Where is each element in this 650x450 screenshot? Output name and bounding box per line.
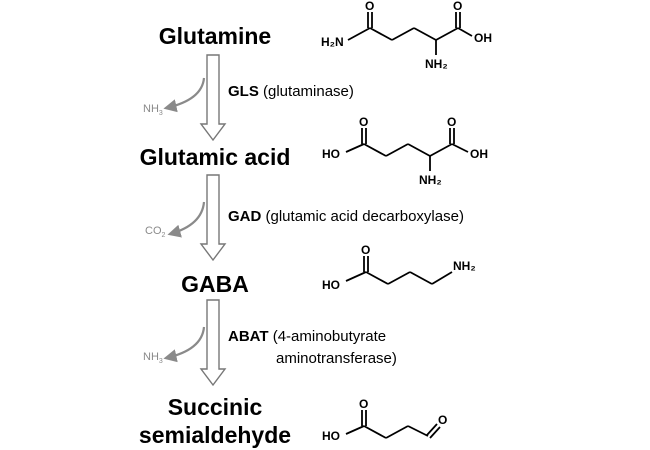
gaba-ho-label: HO	[322, 278, 340, 292]
byproduct-arrow-1	[163, 77, 206, 113]
glutamine-oh-label: OH	[474, 31, 492, 45]
succinic-semialdehyde-aldehyde-o-label: O	[438, 413, 447, 427]
glutamic-acid-carbonyl-o2-label: O	[447, 115, 456, 129]
reaction-arrow-1	[199, 54, 227, 142]
byproduct-arrow-2	[167, 201, 206, 238]
structure-glutamine	[347, 12, 473, 55]
glutamic-acid-carbonyl-o1-label: O	[359, 115, 368, 129]
gaba-amine-label: NH₂	[453, 259, 476, 273]
byproduct-co2: CO2	[145, 225, 166, 240]
metabolite-name-line1: Succinic	[167, 394, 263, 420]
gaba-carbonyl-o-label: O	[361, 243, 370, 257]
glutamic-acid-amine-label: NH₂	[419, 173, 442, 187]
enzyme-abat-label: ABAT (4-aminobutyrate	[228, 327, 386, 346]
byproduct-nh3-1: NH3	[143, 103, 163, 118]
enzyme-abbrev: GAD	[228, 208, 262, 225]
enzyme-full-name-line2: aminotransferase)	[276, 350, 397, 367]
metabolite-gaba: GABA	[181, 271, 249, 297]
succinic-semialdehyde-ho-label: HO	[322, 429, 340, 443]
enzyme-abbrev: ABAT	[228, 328, 269, 345]
byproduct-nh3-2: NH3	[143, 351, 163, 366]
enzyme-full-name: (glutamic acid decarboxylase)	[265, 208, 464, 225]
metabolite-succinic-semialdehyde: Succinic semialdehyde	[120, 393, 310, 449]
glutamic-acid-ho-label: HO	[322, 147, 340, 161]
glutamine-amine-label: NH₂	[425, 57, 448, 71]
glutamine-amide-label: H₂N	[321, 35, 344, 49]
structure-glutamic-acid	[345, 128, 469, 171]
enzyme-abbrev: GLS	[228, 83, 259, 100]
metabolite-glutamic-acid: Glutamic acid	[139, 144, 291, 170]
byproduct-arrow-3	[163, 326, 206, 363]
glutamine-carbonyl-o2-label: O	[453, 0, 462, 13]
glutamic-acid-oh-label: OH	[470, 147, 488, 161]
metabolite-glutamine: Glutamine	[158, 23, 272, 49]
structure-gaba	[345, 256, 453, 285]
structure-succinic-semialdehyde	[345, 410, 441, 439]
enzyme-gad-label: GAD (glutamic acid decarboxylase)	[228, 207, 464, 226]
succinic-semialdehyde-carbonyl-o-label: O	[359, 397, 368, 411]
metabolite-name-line2: semialdehyde	[138, 422, 292, 448]
reaction-arrow-2	[199, 174, 227, 262]
enzyme-full-name: (glutaminase)	[263, 83, 354, 100]
enzyme-gls-label: GLS (glutaminase)	[228, 82, 354, 101]
reaction-arrow-3	[199, 299, 227, 387]
enzyme-abat-label-line2: aminotransferase)	[276, 349, 397, 368]
enzyme-full-name-line1: (4-aminobutyrate	[272, 328, 387, 345]
glutamine-carbonyl-o1-label: O	[365, 0, 374, 13]
